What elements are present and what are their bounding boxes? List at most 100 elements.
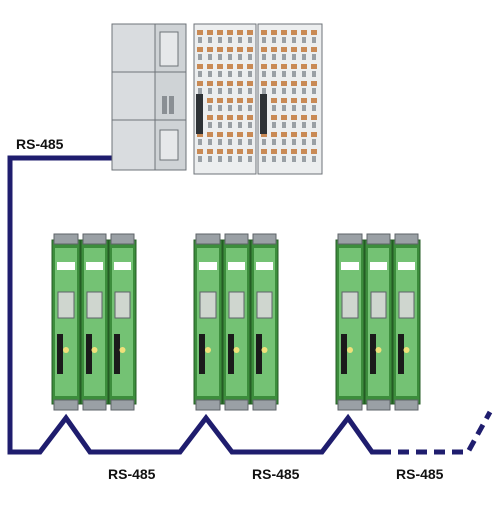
- io-terminal: [237, 81, 243, 86]
- io-terminal: [227, 115, 233, 120]
- module-switch-window: [370, 291, 387, 319]
- io-contact: [238, 105, 242, 111]
- io-terminal: [311, 81, 317, 86]
- module-led-bar: [228, 334, 234, 374]
- module-led: [403, 347, 410, 353]
- io-contact: [248, 156, 252, 162]
- io-contact: [248, 88, 252, 94]
- io-terminal: [247, 81, 253, 86]
- module-icon: [80, 233, 109, 411]
- module-label: [256, 262, 273, 270]
- io-terminal: [291, 149, 297, 154]
- io-terminal: [291, 30, 297, 35]
- module-icon: [108, 233, 137, 411]
- io-contact: [248, 54, 252, 60]
- module-switch-window: [341, 291, 359, 319]
- io-terminal: [281, 115, 287, 120]
- rs485-label-segment-1: RS-485: [108, 466, 156, 482]
- io-terminal: [237, 149, 243, 154]
- module-icon: [51, 233, 81, 411]
- module-led: [261, 347, 268, 353]
- io-terminal: [217, 149, 223, 154]
- module-top-clip: [53, 233, 79, 245]
- io-contact: [208, 105, 212, 111]
- io-contact: [218, 71, 222, 77]
- io-contact: [312, 156, 316, 162]
- module-led-bar: [398, 334, 404, 374]
- io-contact: [228, 156, 232, 162]
- io-terminal: [197, 149, 203, 154]
- io-terminal: [271, 149, 277, 154]
- io-terminal: [301, 132, 307, 137]
- io-terminal: [247, 149, 253, 154]
- io-contact: [262, 54, 266, 60]
- io-contact: [282, 88, 286, 94]
- io-contact: [208, 71, 212, 77]
- io-contact: [208, 122, 212, 128]
- io-contact: [302, 37, 306, 43]
- io-contact: [262, 139, 266, 145]
- io-contact: [292, 105, 296, 111]
- io-terminal: [291, 115, 297, 120]
- io-terminal: [291, 64, 297, 69]
- io-contact: [292, 122, 296, 128]
- module-label: [341, 262, 359, 270]
- io-terminal: [227, 98, 233, 103]
- module-led-bar: [341, 334, 347, 374]
- module-led: [91, 347, 98, 353]
- bus-line-dashed: [380, 410, 493, 455]
- io-terminal: [311, 149, 317, 154]
- io-terminal: [217, 81, 223, 86]
- module-led-bar: [199, 334, 205, 374]
- io-contact: [302, 156, 306, 162]
- io-terminal: [311, 64, 317, 69]
- module-icon: [364, 233, 393, 411]
- io-terminal: [281, 132, 287, 137]
- module-label: [398, 262, 415, 270]
- io-contact: [238, 156, 242, 162]
- io-contact: [312, 54, 316, 60]
- io-terminal: [271, 81, 277, 86]
- io-contact: [208, 88, 212, 94]
- io-contact: [228, 105, 232, 111]
- io-terminal: [301, 64, 307, 69]
- io-terminal: [247, 30, 253, 35]
- module-top-clip: [394, 233, 419, 245]
- io-terminal: [237, 98, 243, 103]
- io-contact: [272, 54, 276, 60]
- io-contact: [208, 54, 212, 60]
- io-contact: [272, 37, 276, 43]
- module-icon: [335, 233, 365, 411]
- io-contact: [218, 88, 222, 94]
- io-terminal: [207, 149, 213, 154]
- io-terminal: [247, 132, 253, 137]
- io-contact: [208, 139, 212, 145]
- io-terminal: [237, 115, 243, 120]
- module-bottom-clip: [110, 399, 135, 411]
- io-terminal: [207, 30, 213, 35]
- io-terminal: [311, 30, 317, 35]
- rs485-label-segment-2: RS-485: [252, 466, 300, 482]
- io-contact: [198, 37, 202, 43]
- io-contact: [218, 156, 222, 162]
- io-led-strip: [260, 94, 267, 134]
- io-led-strip: [196, 94, 203, 134]
- io-terminal: [227, 30, 233, 35]
- io-contact: [292, 156, 296, 162]
- io-terminal: [281, 64, 287, 69]
- io-contact: [292, 139, 296, 145]
- io-contact: [302, 139, 306, 145]
- io-terminal: [227, 64, 233, 69]
- io-terminal: [237, 132, 243, 137]
- module-switch-window: [256, 291, 273, 319]
- io-contact: [248, 139, 252, 145]
- module-label: [57, 262, 75, 270]
- io-contact: [312, 37, 316, 43]
- io-terminal: [261, 30, 267, 35]
- io-terminal: [207, 115, 213, 120]
- module-top-clip: [224, 233, 249, 245]
- module-led-bar: [370, 334, 376, 374]
- io-contact: [262, 37, 266, 43]
